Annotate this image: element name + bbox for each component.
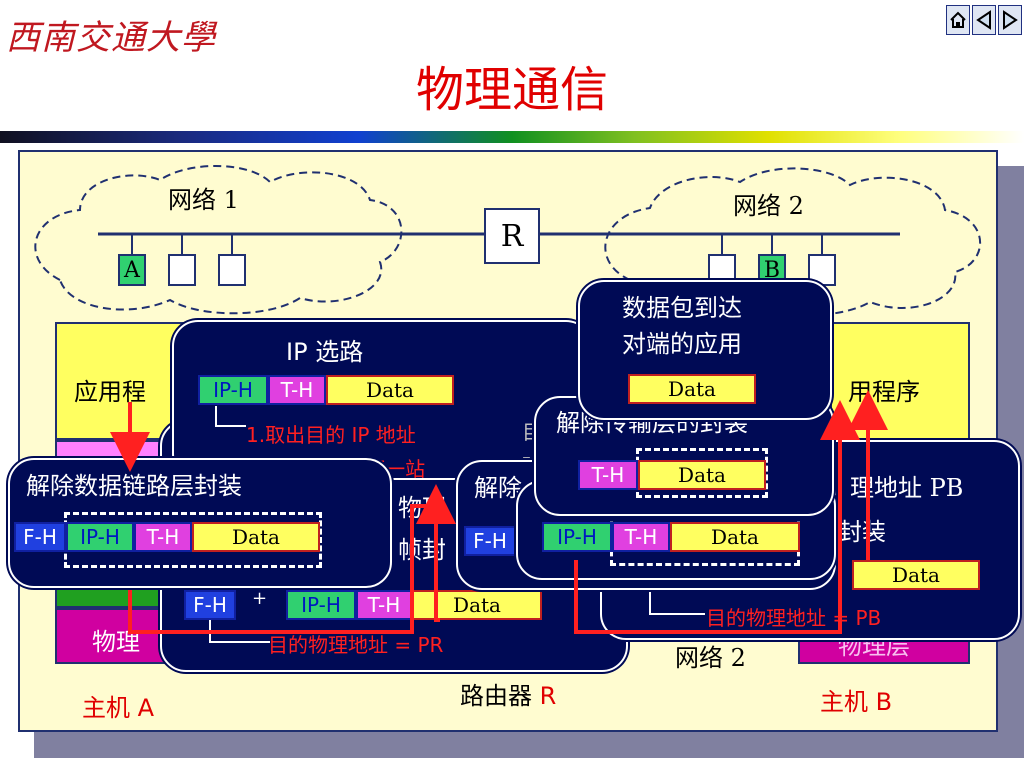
packet-transport-header: T-H bbox=[578, 460, 638, 490]
packet-data: Data bbox=[628, 374, 756, 404]
host-a-label-prefix: 主机 bbox=[82, 694, 138, 722]
header-gradient-divider bbox=[0, 131, 1024, 143]
host-a-node[interactable]: A bbox=[118, 254, 146, 286]
packet-data: Data bbox=[326, 375, 454, 405]
unpack-right-text: 解除 bbox=[474, 474, 522, 502]
pointer-line bbox=[215, 406, 246, 427]
router-label-letter: R bbox=[539, 682, 557, 710]
host-b-label-prefix: 主机 bbox=[820, 688, 876, 716]
home-icon bbox=[950, 11, 966, 28]
dest-phys-pb-text: 目的物理地址 = PB bbox=[706, 606, 882, 630]
router-label: 路由器 R bbox=[460, 676, 556, 711]
host-b-node-label: B bbox=[763, 257, 781, 283]
packet-frame-header: F-H bbox=[464, 526, 516, 556]
router-label-prefix: 路由器 bbox=[460, 682, 540, 710]
prev-button[interactable] bbox=[972, 5, 996, 35]
network-1-node[interactable] bbox=[168, 254, 196, 286]
host-a-label-letter: A bbox=[137, 694, 155, 722]
packet-data: Data bbox=[192, 522, 320, 552]
packet-frame-header: F-H bbox=[14, 522, 66, 552]
router-node[interactable]: R bbox=[484, 208, 540, 264]
host-a-node-label: A bbox=[124, 257, 140, 283]
host-b-label: 主机 B bbox=[820, 682, 892, 717]
ip-routing-step-1: 1.取出目的 IP 地址 bbox=[246, 423, 416, 447]
plus-sign: + bbox=[252, 588, 268, 609]
packet-transport-header: T-H bbox=[268, 375, 326, 405]
pointer-line bbox=[649, 592, 705, 615]
packet-transport-header: T-H bbox=[356, 590, 412, 620]
packet-frame-header: F-H bbox=[184, 590, 236, 620]
packet-data: Data bbox=[638, 460, 766, 490]
ip-routing-title: IP 选路 bbox=[286, 332, 363, 367]
host-a-app-layer bbox=[55, 322, 195, 440]
network-2-label: 网络 2 bbox=[733, 192, 804, 220]
next-button[interactable] bbox=[998, 5, 1022, 35]
packet-data: Data bbox=[852, 560, 980, 590]
dest-phys-pr-text: 目的物理地址 = PR bbox=[268, 633, 444, 657]
deliver-app-line-2: 对端的应用 bbox=[622, 330, 742, 358]
packet-data: Data bbox=[412, 590, 542, 620]
packet-transport-header: T-H bbox=[134, 522, 192, 552]
packet-ip-header: IP-H bbox=[542, 522, 612, 552]
packet-ip-header: IP-H bbox=[198, 375, 268, 405]
deliver-app-line-1: 数据包到达 bbox=[622, 294, 742, 322]
network-2-bottom-label: 网络 2 bbox=[675, 644, 746, 672]
ip-routing-title-ip: IP bbox=[286, 338, 308, 366]
host-a-label: 主机 A bbox=[82, 688, 154, 723]
packet-ip-header: IP-H bbox=[286, 590, 356, 620]
ip-routing-title-rest: 选路 bbox=[307, 338, 364, 366]
packet-transport-header: T-H bbox=[612, 522, 670, 552]
university-logo: 西南交通大學 bbox=[6, 18, 216, 58]
home-button[interactable] bbox=[946, 5, 970, 35]
page-title: 物理通信 bbox=[415, 62, 608, 118]
encap-right-text: 封装 bbox=[838, 518, 886, 546]
host-a-app-label: 应用程 bbox=[74, 378, 146, 406]
packet-ip-header: IP-H bbox=[66, 522, 134, 552]
network-1-label: 网络 1 bbox=[168, 186, 239, 214]
next-arrow-icon bbox=[1003, 10, 1018, 30]
host-b-label-letter: B bbox=[875, 688, 893, 716]
unpack-datalink-text: 解除数据链路层封装 bbox=[26, 472, 242, 500]
pointer-line bbox=[209, 620, 270, 643]
network-1-node[interactable] bbox=[218, 254, 246, 286]
prev-arrow-icon bbox=[976, 10, 991, 30]
router-node-label: R bbox=[500, 218, 524, 254]
packet-data: Data bbox=[670, 522, 800, 552]
